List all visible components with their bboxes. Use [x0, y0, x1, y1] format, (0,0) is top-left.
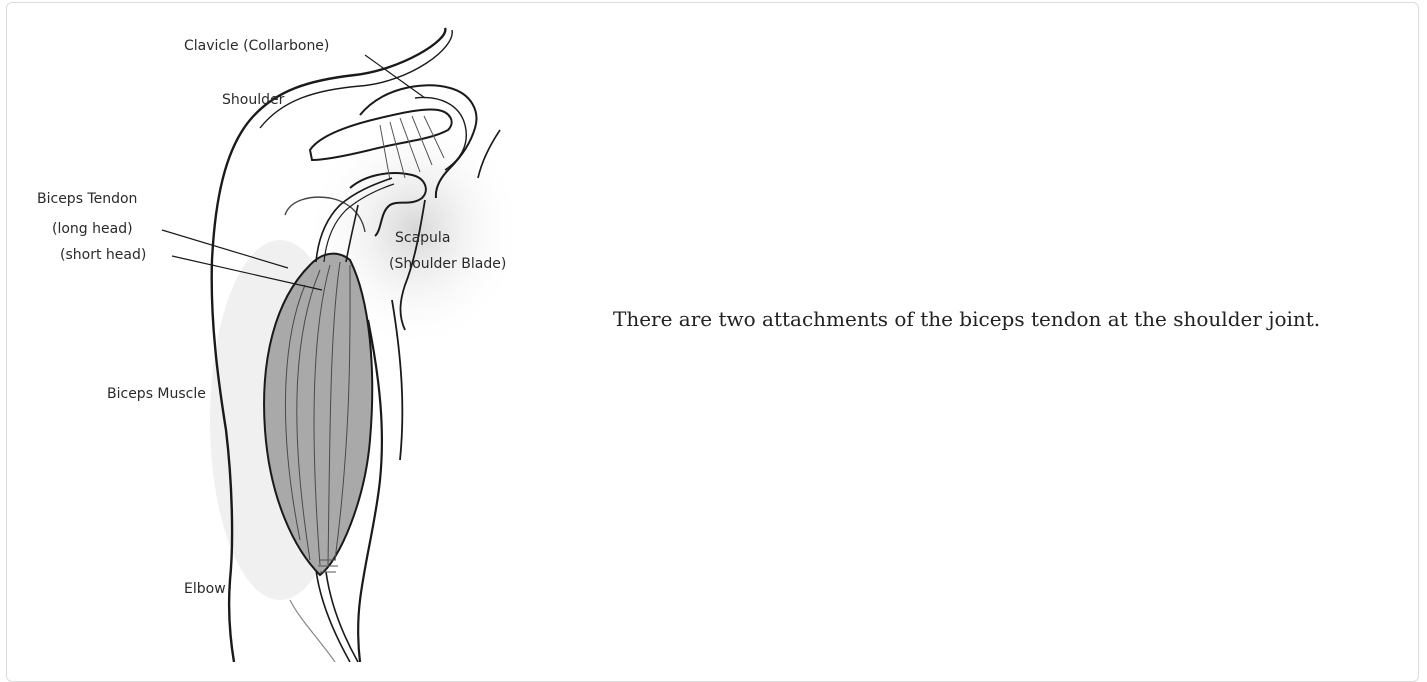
- label-scapula-alt: (Shoulder Blade): [389, 256, 506, 273]
- distal-tendon: [316, 570, 358, 662]
- caption-text: There are two attachments of the biceps …: [613, 301, 1373, 338]
- forearm-bone: [290, 600, 335, 662]
- label-short-head: (short head): [60, 247, 146, 264]
- biceps-anatomy-figure: Clavicle (Collarbone) Shoulder Biceps Te…: [20, 0, 560, 662]
- label-shoulder: Shoulder: [222, 92, 284, 109]
- arm-illustration: [20, 0, 560, 662]
- label-elbow: Elbow: [184, 581, 226, 598]
- label-scapula: Scapula: [395, 230, 450, 247]
- label-biceps-tendon: Biceps Tendon: [37, 191, 137, 208]
- label-biceps-muscle: Biceps Muscle: [107, 386, 206, 403]
- label-clavicle: Clavicle (Collarbone): [184, 38, 329, 55]
- label-long-head: (long head): [52, 221, 133, 238]
